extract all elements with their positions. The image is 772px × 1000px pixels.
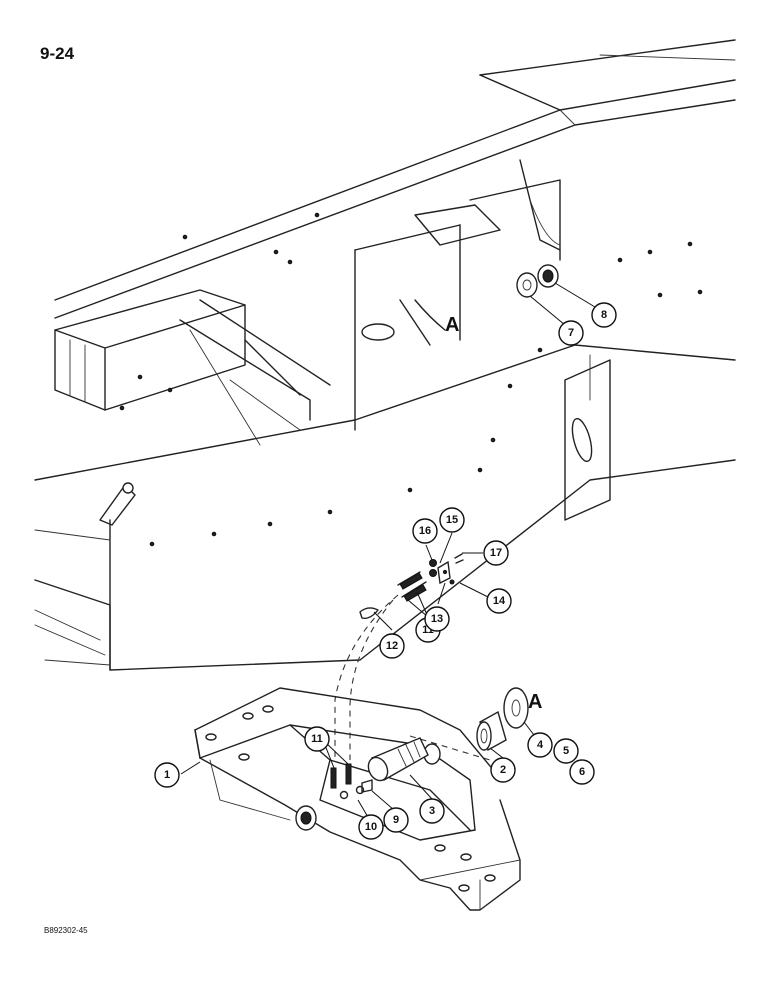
svg-text:8: 8 — [601, 309, 607, 321]
callout-6: 6 — [569, 759, 595, 785]
callout-11: 11 — [304, 726, 330, 752]
svg-text:11: 11 — [311, 733, 323, 745]
callout-1: 1 — [154, 762, 180, 788]
washer-and-nut — [516, 264, 559, 298]
callout-13: 13 — [424, 606, 450, 632]
svg-text:13: 13 — [431, 613, 443, 625]
figure-code: B892302-45 — [44, 926, 88, 935]
svg-text:10: 10 — [365, 821, 377, 833]
svg-text:15: 15 — [446, 514, 458, 526]
axle-bolster — [194, 687, 521, 911]
svg-text:5: 5 — [563, 745, 569, 757]
bushing-and-washer — [476, 687, 529, 752]
callout-4: 4 — [527, 732, 553, 758]
callout-15: 15 — [439, 507, 465, 533]
svg-text:16: 16 — [419, 525, 431, 537]
callout-8: 8 — [591, 302, 617, 328]
svg-text:11: 11 — [422, 624, 434, 636]
cylinder — [367, 737, 429, 782]
page-number: 9-24 — [40, 44, 75, 63]
callout-5: 5 — [553, 738, 579, 764]
callout-17: 17 — [483, 540, 509, 566]
svg-text:4: 4 — [537, 739, 544, 751]
svg-text:7: 7 — [568, 327, 574, 339]
callout-3: 3 — [419, 798, 445, 824]
svg-text:2: 2 — [500, 764, 506, 776]
callout-14: 14 — [486, 588, 512, 614]
frame-assembly — [34, 39, 736, 671]
callout-12: 12 — [379, 633, 405, 659]
svg-text:14: 14 — [493, 595, 506, 607]
hydraulic-line — [349, 599, 394, 760]
reference-letter-a: A — [445, 314, 459, 336]
svg-text:6: 6 — [579, 766, 585, 778]
grease-fittings — [330, 763, 373, 800]
svg-text:3: 3 — [429, 805, 435, 817]
svg-text:9: 9 — [393, 814, 399, 826]
svg-text:12: 12 — [386, 640, 398, 652]
callout-9: 9 — [383, 807, 409, 833]
fitting-cluster — [359, 553, 464, 620]
hydraulic-line — [334, 594, 399, 760]
hydraulic-line — [409, 735, 491, 761]
svg-text:1: 1 — [164, 769, 170, 781]
svg-text:17: 17 — [490, 547, 502, 559]
callout-2: 2 — [490, 757, 516, 783]
callout-16: 16 — [412, 518, 438, 544]
reference-letter-a: A — [528, 691, 542, 713]
callout-7: 7 — [558, 320, 584, 346]
callout-10: 10 — [358, 814, 384, 840]
